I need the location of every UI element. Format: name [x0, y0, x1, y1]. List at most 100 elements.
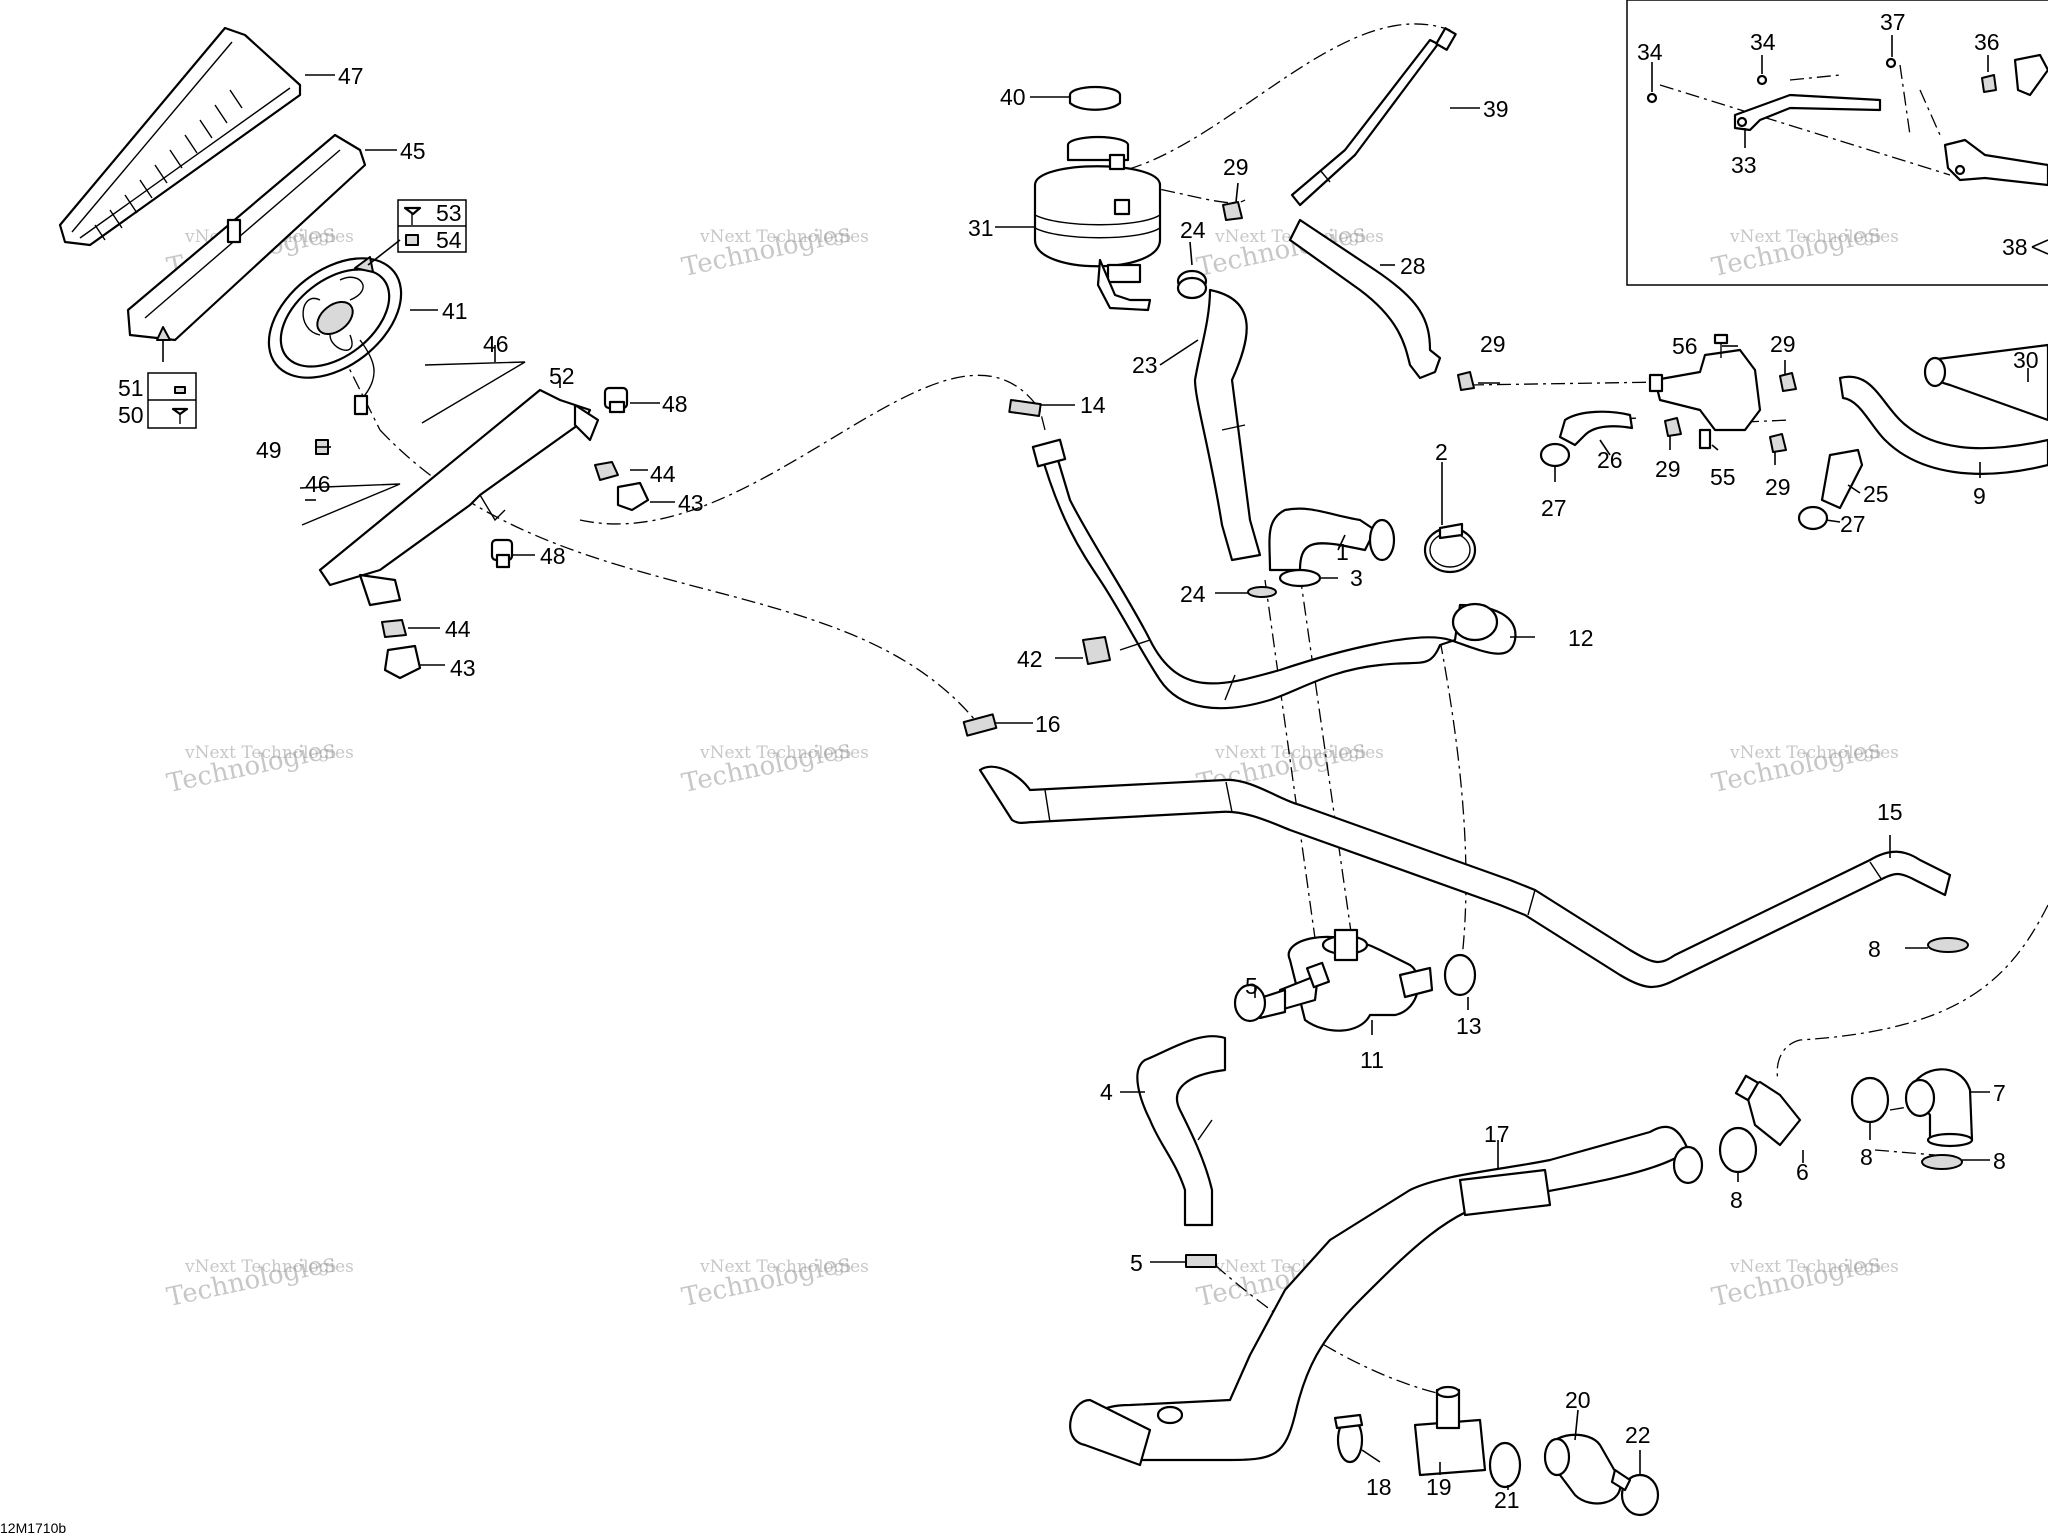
part-14-clamp	[1008, 398, 1042, 418]
callout-48: 48	[662, 391, 688, 417]
callout-8: 8	[1860, 1144, 1873, 1170]
callout-29: 29	[1480, 331, 1506, 357]
callout-42: 42	[1017, 646, 1043, 672]
callout-17: 17	[1484, 1121, 1510, 1147]
part-43-grommet-b	[383, 644, 422, 680]
part-41-cooling-fan	[267, 257, 403, 416]
callout-34: 34	[1750, 29, 1776, 55]
callout-51: 51	[118, 375, 144, 401]
part-43-grommet-a	[616, 481, 650, 512]
part-23-hose	[1193, 288, 1262, 562]
callout-44: 44	[445, 616, 471, 642]
callout-25: 25	[1863, 481, 1889, 507]
callout-16: 16	[1035, 711, 1061, 737]
callout-27: 27	[1541, 495, 1567, 521]
part-30-hose	[1923, 343, 2048, 422]
callout-22: 22	[1625, 1422, 1651, 1448]
watermark: vNext Technologies Technologies	[679, 1248, 869, 1313]
part-15-long-hose	[978, 765, 1952, 988]
part-28-hose	[1288, 218, 1442, 380]
svg-text:vNext Technologies: vNext Technologies	[1729, 227, 1899, 247]
callout-numbers: 47 45 53 54 41 46 51 50 52 48 49 44 46 4…	[0, 9, 2039, 1536]
part-52-bracket	[318, 388, 600, 607]
callout-48: 48	[540, 543, 566, 569]
part-16-clamp	[962, 713, 998, 737]
watermark: vNext Technologies Technologies	[679, 734, 869, 799]
callout-6: 6	[1796, 1159, 1809, 1185]
figure-reference: 12M1710b	[0, 1520, 66, 1536]
callout-21: 21	[1494, 1487, 1520, 1513]
part-8-clamp-a	[1718, 1126, 1758, 1174]
part-27-clamp-b	[1797, 505, 1829, 531]
part-27-clamp-a	[1539, 442, 1571, 468]
part-44-clip-a	[594, 461, 619, 481]
callout-34: 34	[1637, 39, 1663, 65]
svg-text:vNext Technologies: vNext Technologies	[699, 227, 869, 247]
part-19-tee-fitting	[1413, 1385, 1487, 1477]
callout-29: 29	[1223, 154, 1249, 180]
part-25-hose	[1820, 448, 1864, 510]
part-29-clamp-e	[1769, 433, 1787, 453]
part-39-breather-hose	[1290, 27, 1457, 207]
part-12-hose	[1031, 438, 1517, 710]
callout-30: 30	[2013, 347, 2039, 373]
watermark: vNext Technologies Technologies	[1709, 1248, 1899, 1313]
callout-15: 15	[1877, 799, 1903, 825]
callout-27: 27	[1840, 511, 1866, 537]
svg-text:vNext Technologies: vNext Technologies	[184, 1257, 354, 1277]
callout-29: 29	[1655, 456, 1681, 482]
part-56-screw	[1713, 333, 1729, 358]
callout-19: 19	[1426, 1474, 1452, 1500]
part-11-thermostat-housing	[1258, 928, 1434, 1032]
watermark: vNext Technologies Technologies	[164, 734, 354, 799]
callout-18: 18	[1366, 1474, 1392, 1500]
watermark: vNext Technologies Technologies	[679, 218, 869, 283]
part-13-clamp	[1443, 953, 1477, 997]
part-5-clamp-b	[1185, 1254, 1217, 1268]
callout-50: 50	[118, 402, 144, 428]
callout-5: 5	[1245, 973, 1258, 999]
part-47-top-cover	[58, 26, 302, 247]
callout-2: 2	[1435, 439, 1448, 465]
part-48-plug-b	[490, 538, 514, 569]
callout-8: 8	[1993, 1148, 2006, 1174]
part-44-clip-b	[381, 619, 407, 638]
callout-24: 24	[1180, 217, 1206, 243]
callout-43: 43	[450, 655, 476, 681]
callout-28: 28	[1400, 253, 1426, 279]
callout-8: 8	[1730, 1187, 1743, 1213]
part-45-fan-shroud	[126, 133, 367, 342]
callout-43: 43	[678, 490, 704, 516]
callout-39: 39	[1483, 96, 1509, 122]
svg-text:vNext Technologies: vNext Technologies	[1214, 743, 1384, 763]
callout-5: 5	[1130, 1250, 1143, 1276]
callout-1: 1	[1336, 539, 1349, 565]
part-48-plug-a	[603, 386, 629, 414]
part-1-elbow-hose	[1268, 507, 1396, 572]
part-46-rods	[299, 361, 526, 526]
callout-44: 44	[650, 461, 676, 487]
leader-lines	[305, 35, 2048, 1490]
watermark: vNext Technologies Technologies	[164, 1248, 354, 1313]
inset-bracket-detail	[1626, 0, 2048, 286]
part-8-clamp-c	[1921, 1154, 1963, 1170]
callout-boxes	[147, 199, 467, 429]
part-29-clamp-d	[1664, 417, 1682, 437]
callout-29: 29	[1765, 474, 1791, 500]
callout-47: 47	[338, 63, 364, 89]
part-21-clamp	[1488, 1441, 1522, 1489]
part-20-coupler	[1543, 1433, 1622, 1505]
watermark: vNext Technologies Technologies	[1709, 218, 1899, 283]
watermark: vNext Technologies Technologies	[1709, 734, 1899, 799]
part-6-fitting	[1734, 1074, 1802, 1147]
callout-33: 33	[1731, 152, 1757, 178]
part-55-valve	[1648, 348, 1762, 450]
callout-20: 20	[1565, 1387, 1591, 1413]
callout-26: 26	[1597, 447, 1623, 473]
callout-24: 24	[1180, 581, 1206, 607]
part-4-hose	[1136, 1035, 1227, 1227]
part-24-clamp-a	[1176, 269, 1208, 300]
part-8-clamp-d	[1927, 937, 1969, 953]
part-26-hose	[1558, 410, 1634, 447]
